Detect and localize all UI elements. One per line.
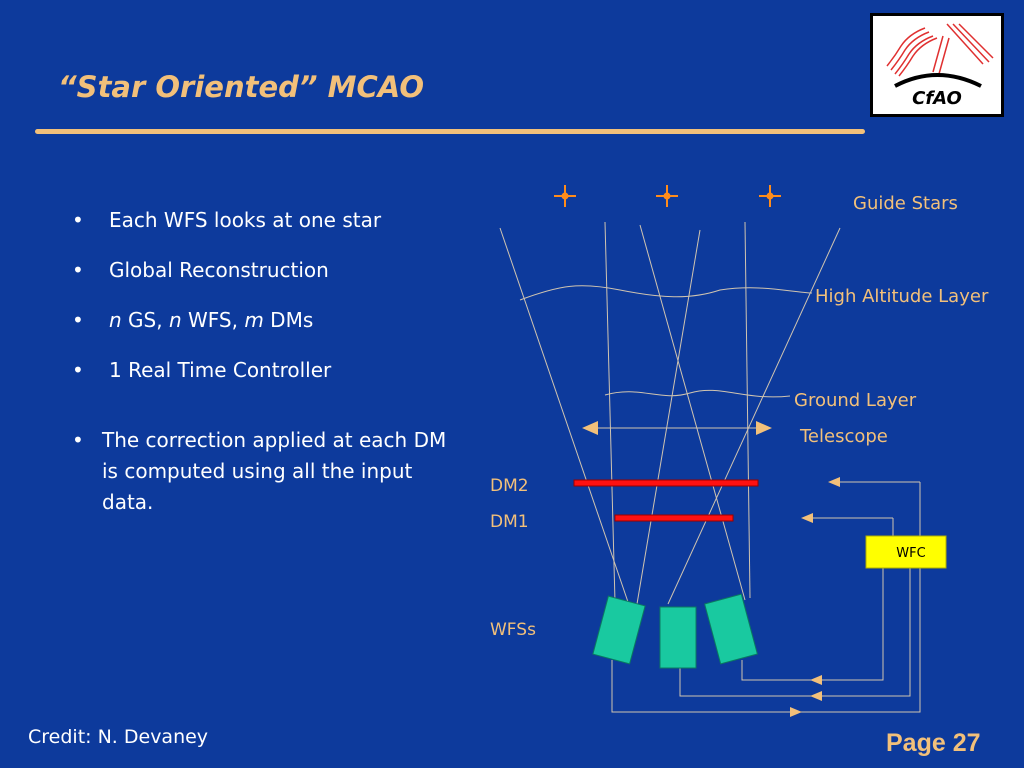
- bullet-text: The correction applied at each DM is com…: [102, 428, 447, 514]
- guide-star-icon: [759, 185, 781, 207]
- credit-text: Credit: N. Devaney: [28, 726, 209, 748]
- bullet-text: WFS,: [181, 308, 245, 332]
- bullet-list: •Each WFS looks at one star •Global Reco…: [72, 205, 472, 405]
- dm2-label: DM2: [490, 476, 529, 496]
- wfss-label: WFSs: [490, 620, 536, 640]
- bullet-item: •The correction applied at each DM is co…: [72, 425, 452, 518]
- wfs-boxes: [592, 593, 758, 669]
- bullet-var-n: n: [168, 308, 182, 332]
- high-altitude-layer-curve: [519, 285, 813, 301]
- wfc-feedback-lines: [611, 477, 921, 717]
- logo-text: CfAO: [912, 88, 962, 109]
- telescope-label: Telescope: [799, 426, 888, 447]
- light-path: [636, 229, 701, 605]
- bullet-item: •n GS, n WFS, m DMs: [72, 308, 314, 332]
- light-path: [639, 224, 746, 601]
- high-altitude-layer-label: High Altitude Layer: [815, 286, 989, 307]
- light-path: [499, 227, 629, 603]
- wfs-box-right: [704, 593, 758, 665]
- dm1-label: DM1: [490, 512, 529, 532]
- wfs-box-center: [659, 606, 697, 669]
- light-path: [604, 221, 616, 603]
- bullet-text: DMs: [263, 308, 314, 332]
- dm2-bar: [573, 479, 759, 487]
- slide-title: “Star Oriented” MCAO: [58, 70, 425, 104]
- bullet-text: GS,: [121, 308, 169, 332]
- light-path: [744, 221, 751, 599]
- bullet-item: •Each WFS looks at one star: [72, 208, 382, 232]
- guide-star-icon: [554, 185, 576, 207]
- cfao-logo: CfAO: [870, 13, 1004, 117]
- bullet-item: •1 Real Time Controller: [72, 358, 332, 382]
- guide-stars: [554, 185, 781, 207]
- light-path: [667, 227, 841, 605]
- ground-layer-label: Ground Layer: [794, 390, 917, 411]
- bullet-var-m: m: [244, 308, 264, 332]
- cfao-logo-graphic: CfAO: [886, 23, 994, 109]
- bullet-text: Each WFS looks at one star: [109, 208, 382, 232]
- wfc-box: [865, 535, 947, 569]
- bullet-text: Global Reconstruction: [109, 258, 329, 282]
- bullet-item: •Global Reconstruction: [72, 258, 329, 282]
- title-underline: [35, 129, 865, 134]
- page-number: Page 27: [886, 729, 981, 757]
- guide-stars-label: Guide Stars: [853, 193, 958, 214]
- light-paths: [499, 221, 841, 605]
- telescope-aperture: [582, 421, 772, 435]
- wfs-box-left: [592, 595, 646, 665]
- bullet-var-n: n: [109, 308, 122, 332]
- wfc-label: WFC: [896, 546, 925, 561]
- dm1-bar: [614, 514, 734, 522]
- ground-layer-curve: [604, 389, 791, 398]
- bullet-text: 1 Real Time Controller: [109, 358, 332, 382]
- guide-star-icon: [656, 185, 678, 207]
